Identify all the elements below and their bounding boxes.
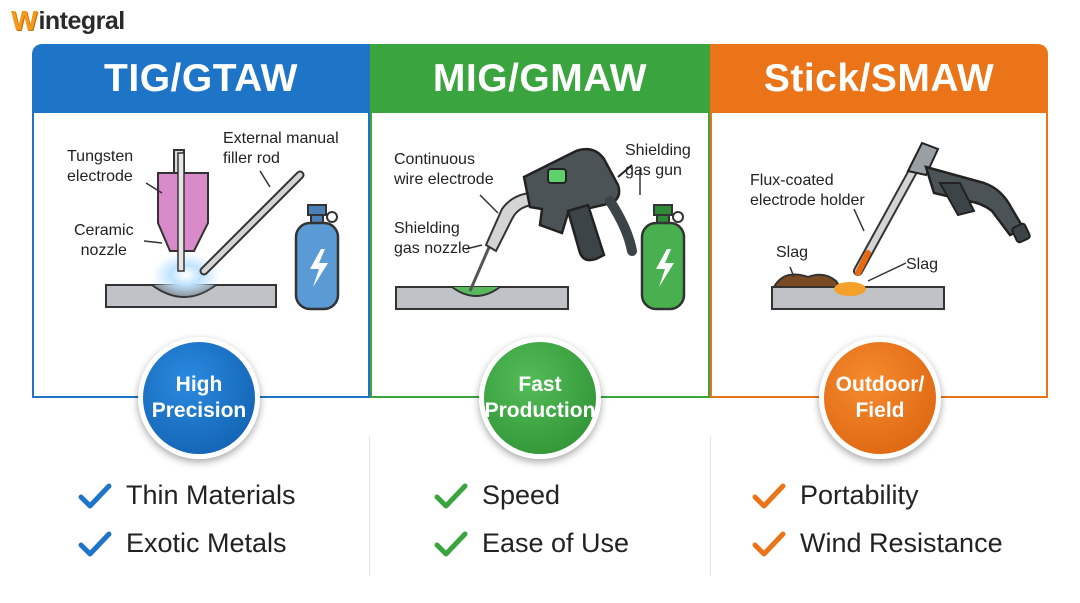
logo-text: integral — [38, 6, 125, 35]
column-divider — [710, 436, 711, 576]
slag-label-right: Slag — [906, 256, 939, 273]
arc-glow — [152, 253, 220, 297]
stick-badge-text: Outdoor/ Field — [835, 373, 925, 422]
tungsten-electrode-label: Tungsten electrode — [67, 148, 134, 185]
stick-illustration — [771, 141, 1031, 310]
tig-title: TIG/GTAW — [104, 56, 298, 100]
mig-illustration — [395, 148, 686, 311]
filler-rod-label: External manual filler rod — [223, 130, 339, 167]
ceramic-nozzle-label: Ceramic nozzle — [74, 222, 134, 259]
checkmark-icon — [752, 483, 786, 508]
tig-illustration — [105, 149, 340, 311]
stick-badge: Outdoor/ Field — [819, 337, 941, 459]
wire-electrode-label: Continuous wire electrode — [394, 151, 494, 188]
check-label: Speed — [482, 480, 561, 510]
mig-header: MIG/GMAW — [370, 44, 710, 113]
stick-header: Stick/SMAW — [710, 44, 1048, 113]
stick-check-item: Portability — [752, 480, 919, 511]
checkmark-icon — [434, 531, 468, 556]
electrode-holder-label: Flux-coated electrode holder — [750, 172, 865, 209]
tig-badge: High Precision — [138, 337, 260, 459]
gas-nozzle-label: Shielding gas nozzle — [394, 220, 471, 257]
column-divider — [369, 436, 370, 576]
electrode-holder-icon — [853, 141, 1031, 276]
stick-illustration-panel: Flux-coated electrode holder Slag Slag — [710, 113, 1048, 398]
tig-check-item: Thin Materials — [78, 480, 296, 511]
mig-title: MIG/GMAW — [432, 56, 648, 100]
check-label: Ease of Use — [482, 528, 630, 558]
checkmark-icon — [752, 531, 786, 556]
slag-label-left: Slag — [776, 244, 809, 261]
check-label: Portability — [800, 480, 919, 510]
mig-check-item: Speed — [434, 480, 560, 511]
tungsten-torch-icon — [157, 149, 209, 272]
mig-check-item: Ease of Use — [434, 528, 629, 559]
tig-badge-text: High Precision — [151, 373, 247, 422]
tig-header: TIG/GTAW — [32, 44, 370, 113]
tig-illustration-panel: Tungsten electrode External manual fille… — [32, 113, 370, 398]
mig-gun-icon — [484, 148, 637, 262]
logo-initial: W — [10, 5, 39, 36]
check-label: Wind Resistance — [800, 528, 1003, 558]
tig-check-item: Exotic Metals — [78, 528, 287, 559]
checkmark-icon — [78, 483, 112, 508]
checkmark-icon — [78, 531, 112, 556]
mig-badge-text: Fast Production — [484, 373, 596, 422]
gas-cylinder-icon — [640, 204, 686, 311]
stick-title: Stick/SMAW — [763, 56, 995, 100]
gas-gun-label: Shielding gas gun — [625, 142, 691, 179]
check-label: Exotic Metals — [126, 528, 287, 558]
logo: W integral — [10, 4, 125, 38]
check-label: Thin Materials — [126, 480, 296, 510]
checkmark-icon — [434, 483, 468, 508]
gas-cylinder-icon — [294, 204, 340, 311]
mig-badge: Fast Production — [479, 337, 601, 459]
stick-check-item: Wind Resistance — [752, 528, 1003, 559]
